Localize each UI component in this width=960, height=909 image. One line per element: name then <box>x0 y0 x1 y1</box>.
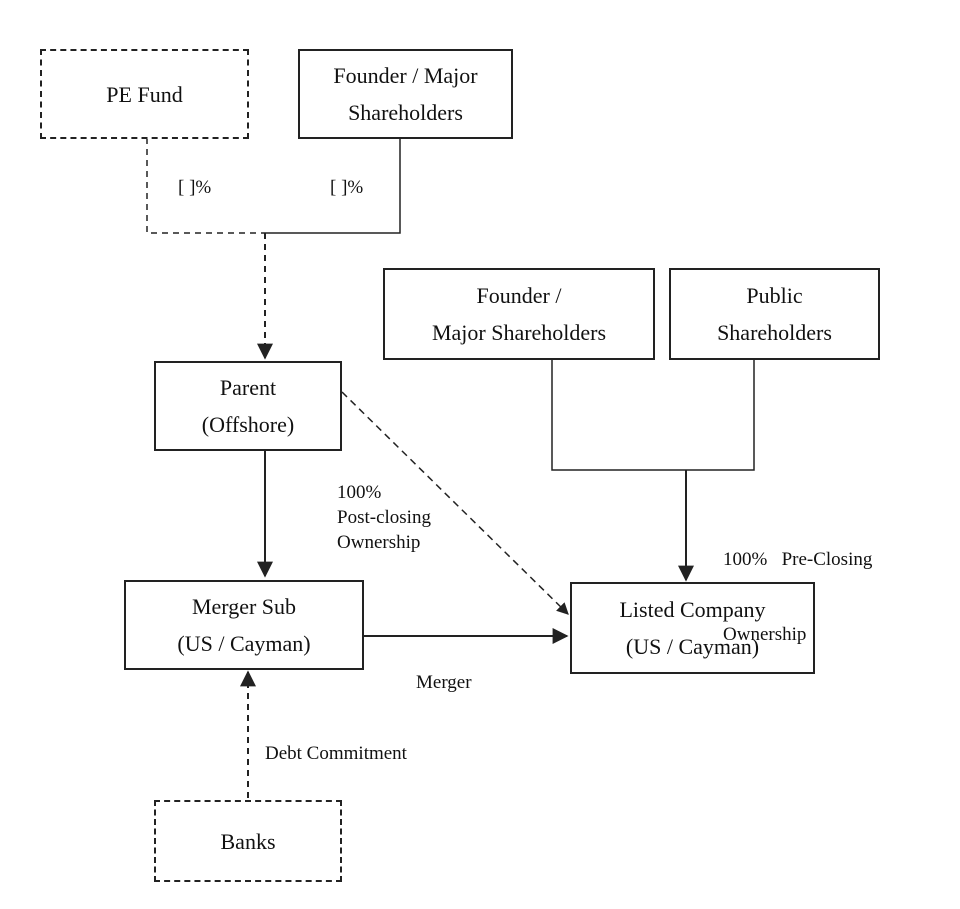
public-label-line2: Shareholders <box>717 320 832 345</box>
parent-box: Parent (Offshore) <box>154 361 342 451</box>
merger-sub-label-line2: (US / Cayman) <box>177 631 311 656</box>
listed-label-line2: (US / Cayman) <box>625 634 760 659</box>
founder-top-connector <box>265 139 401 234</box>
post-closing-line2: Post-closing <box>337 507 431 528</box>
parent-label-line1: Parent <box>219 375 277 400</box>
founder-major-shareholders-top-box: Founder / Major Shareholders <box>298 49 513 139</box>
parent-listed-arrow <box>341 391 569 615</box>
founder-right-label-line2: Major Shareholders <box>431 320 607 345</box>
founder-ownership-percent-label: [ ]% <box>330 177 364 198</box>
post-closing-line1: 100% <box>337 482 382 503</box>
founder-right-label-line1: Founder / <box>476 283 562 308</box>
pe-fund-box: PE Fund <box>40 49 249 139</box>
pre-closing-line2: Ownership <box>723 624 807 645</box>
public-shareholders-box: Public Shareholders <box>669 268 880 360</box>
parent-label-line2: (Offshore) <box>201 412 295 437</box>
post-closing-ownership-label: 100% Post-closing Ownership <box>337 480 431 555</box>
merger-sub-box: Merger Sub (US / Cayman) <box>124 580 364 670</box>
listed-company-box: Listed Company (US / Cayman) <box>570 582 815 674</box>
debt-commitment-label: Debt Commitment <box>265 743 407 764</box>
listed-label-line1: Listed Company <box>619 597 766 622</box>
merger-label: Merger <box>416 672 472 693</box>
pre-closing-line1: 100% Pre-Closing <box>723 549 873 570</box>
banks-box: Banks <box>154 800 342 882</box>
banks-label: Banks <box>220 828 276 854</box>
founder-major-shareholders-right-box: Founder / Major Shareholders <box>383 268 655 360</box>
pre-closing-join <box>551 360 755 471</box>
merger-sub-label-line1: Merger Sub <box>191 594 297 619</box>
founder-top-label-line2: Shareholders <box>348 100 463 125</box>
pre-closing-ownership-label: 100% Pre-Closing Ownership <box>723 497 872 697</box>
public-label-line1: Public <box>746 283 803 308</box>
post-closing-line3: Ownership <box>337 532 421 553</box>
founder-top-label-line1: Founder / Major <box>333 63 478 88</box>
pe-ownership-percent-label: [ ]% <box>178 177 212 198</box>
pe-fund-label: PE Fund <box>106 81 183 107</box>
